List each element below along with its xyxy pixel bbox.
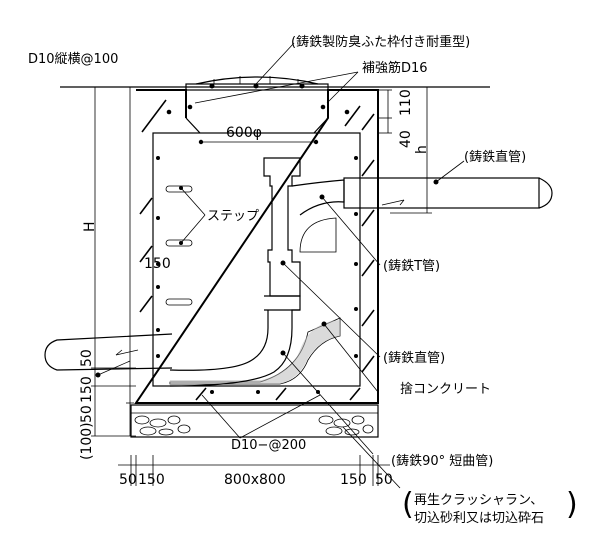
inner-diameter-label: 600φ: [226, 125, 262, 141]
dimension-lines: [91, 86, 432, 486]
dim-bottom-50-left: 50: [119, 472, 137, 488]
gravel-open-paren: (: [402, 487, 414, 522]
step-label: ステップ: [207, 209, 259, 224]
dim-150-wall: 150: [144, 256, 171, 272]
foundation: [130, 404, 379, 438]
t-pipe-label: (鋳鉄T管): [383, 258, 440, 274]
elbow-label: (鋳鉄90° 短曲管): [391, 453, 493, 469]
dim-50-pipe: 50: [79, 349, 95, 367]
reinforcement-label: 補強筋D16: [362, 60, 428, 76]
dim-40: 40: [398, 130, 414, 148]
rebar-top-label: D10縦横@100: [28, 52, 118, 67]
gravel-stones: [134, 415, 374, 436]
gravel-label-line1: 再生クラッシャラン、: [414, 493, 543, 508]
step-ladder: [165, 185, 193, 306]
pipe-right-label: (鋳鉄直管): [464, 149, 526, 165]
gravel-label-line2: 切込砂利又は切込砕石: [414, 511, 544, 526]
manhole-walls: [134, 89, 379, 404]
dim-150-left: 150: [79, 376, 95, 403]
dim-110: 110: [398, 89, 414, 116]
dim-bottom-150-right: 150: [340, 472, 367, 488]
straight-pipe-label: (鋳鉄直管): [383, 350, 445, 366]
dim-50-left: 50: [79, 405, 95, 423]
concrete-label: 捨コンクリート: [400, 381, 491, 397]
manhole-cover: [185, 76, 329, 91]
dim-bottom-50-right: 50: [375, 472, 393, 488]
dim-H: H: [82, 221, 98, 232]
leader-lines: [95, 42, 465, 489]
rebar-dots: [156, 104, 358, 394]
dim-100-left: (100): [79, 422, 95, 460]
rebar-bottom-label: D10−@200: [231, 438, 306, 453]
cover-label: (鋳鉄製防臭ふた枠付き耐重型): [291, 34, 470, 50]
wall-hatching: [139, 99, 375, 401]
pipe-system: [44, 157, 553, 387]
gravel-close-paren: ): [566, 487, 578, 522]
dim-h: h: [414, 145, 430, 154]
dim-bottom-800: 800x800: [224, 472, 286, 488]
dim-bottom-150-left: 150: [138, 472, 165, 488]
channel-fill: [169, 317, 341, 385]
